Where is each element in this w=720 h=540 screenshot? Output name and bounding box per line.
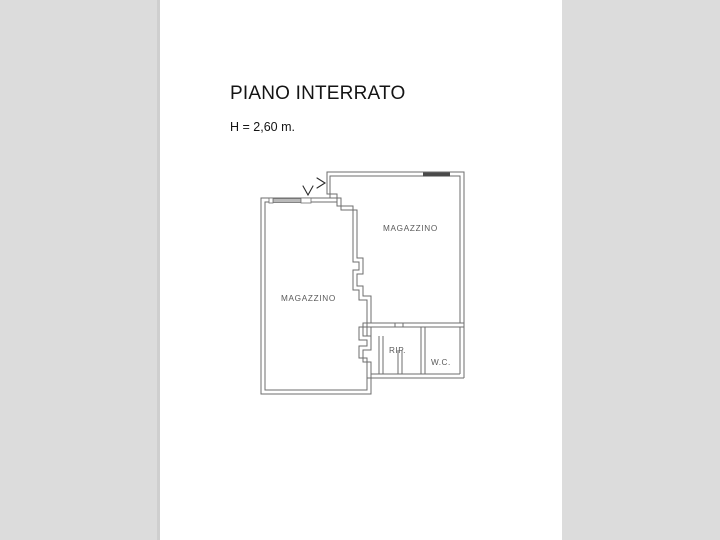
window-top-left: [272, 198, 302, 203]
left-magazzino-inner-wall: [264, 201, 368, 391]
openings-group: [268, 172, 450, 204]
floorplan-drawing: MAGAZZINO MAGAZZINO RIP. W.C.: [260, 171, 465, 395]
upper-block-outer-wall: [326, 171, 465, 328]
window-top-right: [423, 172, 450, 177]
upper-block-inner-wall: [329, 175, 461, 324]
window-top-left-jamb-a: [268, 197, 274, 204]
stair-arrow-down-icon: [302, 185, 314, 197]
left-magazzino-outer-wall: [260, 197, 372, 395]
wall-outline-group: [260, 171, 465, 395]
window-top-left-jamb-b: [300, 197, 312, 204]
room-label-magazzino-upper: MAGAZZINO: [383, 224, 438, 233]
sheet-left-edge-shadow: [157, 0, 160, 540]
room-label-ripostiglio: RIP.: [389, 346, 406, 355]
room-label-magazzino-left: MAGAZZINO: [281, 294, 336, 303]
ceiling-height-note: H = 2,60 m.: [230, 120, 295, 134]
page-title: PIANO INTERRATO: [230, 83, 406, 104]
document-page: PIANO INTERRATO H = 2,60 m.: [160, 0, 562, 540]
stair-direction-markers: [302, 177, 327, 197]
stair-arrow-right-icon: [316, 177, 327, 189]
room-label-wc: W.C.: [431, 358, 451, 367]
